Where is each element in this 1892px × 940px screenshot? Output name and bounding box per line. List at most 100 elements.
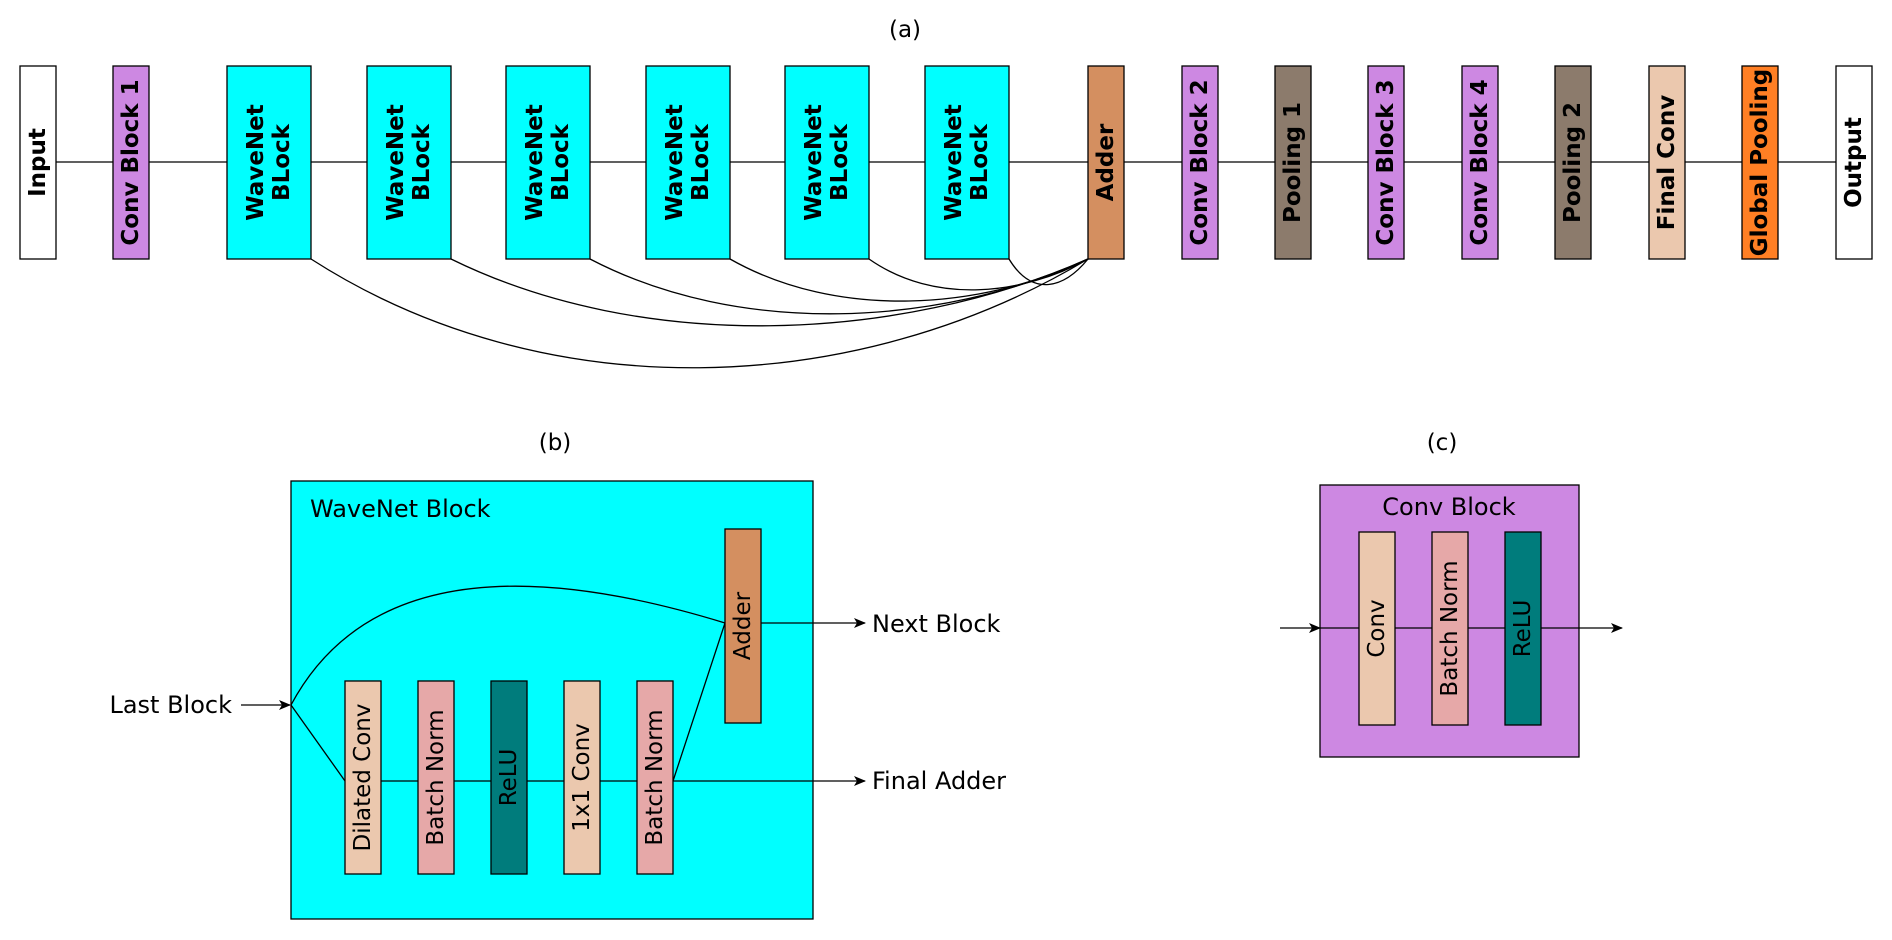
block-wavenet-6-label-line: BLock	[967, 123, 993, 201]
block-conv-block-4-label: Conv Block 4	[1467, 79, 1493, 245]
block-wavenet-4-label: WaveNetBLock	[662, 104, 714, 221]
skip-connection	[729, 258, 1089, 302]
block-conv-block-2-label: Conv Block 2	[1187, 79, 1213, 245]
block-final-conv-box	[1648, 65, 1686, 260]
block-conv-block-1: Conv Block 1	[112, 65, 150, 260]
block-wavenet-6: WaveNetBLock	[924, 65, 1010, 260]
block-wavenet-2-label-line: BLock	[409, 123, 435, 201]
conv-layer-label: Batch Norm	[1437, 560, 1463, 696]
block-final-conv: Final Conv	[1648, 65, 1686, 260]
wavenet-layer-box	[636, 680, 674, 875]
wavenet-layer-label: ReLU	[496, 749, 522, 807]
block-input-box	[19, 65, 57, 260]
conv-layer: Batch Norm	[1431, 531, 1469, 726]
block-conv-block-1-label-line: Conv Block 1	[118, 79, 144, 245]
block-input-label-line: Input	[25, 128, 51, 197]
block-final-conv-label-line: Final Conv	[1654, 95, 1680, 230]
conv-layer-label: ReLU	[1510, 600, 1536, 658]
block-output-label: Output	[1841, 117, 1867, 208]
wavenet-layers: Dilated Conv Batch Norm ReLU 1x1 Conv Batch …	[344, 680, 674, 875]
block-pooling-1-box	[1274, 65, 1312, 260]
wavenet-layer-label-line: Batch Norm	[423, 709, 449, 845]
panel-c-caption: (c)	[1427, 430, 1458, 456]
block-conv-block-4-label-line: Conv Block 4	[1467, 79, 1493, 245]
wavenet-layer-box	[563, 680, 601, 875]
wavenet-layer-box	[344, 680, 382, 875]
wavenet-layer: Batch Norm	[417, 680, 455, 875]
block-global-pooling-label: Global Pooling	[1747, 69, 1773, 257]
block-conv-block-3-label-line: Conv Block 3	[1373, 79, 1399, 245]
block-wavenet-5-label-line: BLock	[827, 123, 853, 201]
block-wavenet-6-label: WaveNetBLock	[941, 104, 993, 221]
block-wavenet-1: WaveNetBLock	[226, 65, 312, 260]
skip-connections	[310, 258, 1089, 369]
wavenet-layer-label-line: Batch Norm	[642, 709, 668, 845]
block-final-conv-label: Final Conv	[1654, 95, 1680, 230]
block-wavenet-4-label-line: WaveNet	[662, 104, 688, 221]
next-block-label: Next Block	[872, 610, 1001, 638]
conv-layer-label-line: Conv	[1364, 599, 1390, 657]
block-wavenet-1-label-line: WaveNet	[243, 104, 269, 221]
panel-b-caption: (b)	[539, 430, 572, 456]
conv-layer-label-line: ReLU	[1510, 600, 1536, 658]
block-pooling-1: Pooling 1	[1274, 65, 1312, 260]
conv-layer: ReLU	[1504, 531, 1542, 726]
skip-connection	[868, 258, 1089, 291]
wavenet-layer-label-line: Dilated Conv	[350, 704, 376, 852]
wavenet-layer-box	[417, 680, 455, 875]
block-wavenet-5-label: WaveNetBLock	[801, 104, 853, 221]
block-adder-box	[1087, 65, 1125, 260]
block-adder-label: Adder	[1093, 123, 1119, 201]
last-block-label: Last Block	[109, 691, 232, 719]
wavenet-layer-label: Dilated Conv	[350, 704, 376, 852]
block-pooling-2-box	[1554, 65, 1592, 260]
skip-connection	[1008, 258, 1089, 286]
block-wavenet-6-box	[924, 65, 1010, 260]
wavenet-layer-label: Batch Norm	[423, 709, 449, 845]
block-adder: Adder	[1087, 65, 1125, 260]
block-conv-block-2-label-line: Conv Block 2	[1187, 79, 1213, 245]
wavenet-layer-label: 1x1 Conv	[569, 723, 595, 832]
conv-layer-label-line: Batch Norm	[1437, 560, 1463, 696]
block-wavenet-2: WaveNetBLock	[366, 65, 452, 260]
block-wavenet-2-box	[366, 65, 452, 260]
block-wavenet-2-label: WaveNetBLock	[383, 104, 435, 221]
block-pooling-2: Pooling 2	[1554, 65, 1592, 260]
block-conv-block-3: Conv Block 3	[1367, 65, 1405, 260]
conv-layer-box	[1504, 531, 1542, 726]
block-wavenet-5-box	[784, 65, 870, 260]
block-conv-block-4: Conv Block 4	[1461, 65, 1499, 260]
wavenet-layer-box	[490, 680, 528, 875]
wavenet-layer-label: Batch Norm	[642, 709, 668, 845]
wavenet-block-title: WaveNet Block	[310, 495, 491, 523]
block-conv-block-4-box	[1461, 65, 1499, 260]
conv-layer: Conv	[1358, 531, 1396, 726]
wavenet-adder-label: Adder	[730, 591, 756, 660]
block-output-box	[1835, 65, 1873, 260]
block-wavenet-3-label-line: BLock	[548, 123, 574, 201]
block-conv-block-3-label: Conv Block 3	[1373, 79, 1399, 245]
block-wavenet-6-label-line: WaveNet	[941, 104, 967, 221]
wavenet-layer: Dilated Conv	[344, 680, 382, 875]
block-conv-block-2-box	[1181, 65, 1219, 260]
block-wavenet-1-label: WaveNetBLock	[243, 104, 295, 221]
block-input-label: Input	[25, 128, 51, 197]
panel-b-wavenet-block: (b) WaveNet Block Last Block Final Adder…	[109, 430, 1006, 920]
wavenet-layer: ReLU	[490, 680, 528, 875]
block-wavenet-2-label-line: WaveNet	[383, 104, 409, 221]
block-global-pooling-box	[1741, 65, 1779, 260]
final-adder-label: Final Adder	[872, 767, 1006, 795]
block-pooling-2-label-line: Pooling 2	[1560, 102, 1586, 223]
conv-layer-box	[1431, 531, 1469, 726]
block-wavenet-3-label: WaveNetBLock	[522, 104, 574, 221]
block-wavenet-4: WaveNetBLock	[645, 65, 731, 260]
block-global-pooling-label-line: Global Pooling	[1747, 69, 1773, 257]
block-output-label-line: Output	[1841, 117, 1867, 208]
wavenet-layer-label-line: 1x1 Conv	[569, 723, 595, 832]
conv-block-title: Conv Block	[1382, 493, 1515, 521]
conv-block-layers: Conv Batch Norm ReLU	[1358, 531, 1542, 726]
block-wavenet-1-label-line: BLock	[269, 123, 295, 201]
block-output: Output	[1835, 65, 1873, 260]
